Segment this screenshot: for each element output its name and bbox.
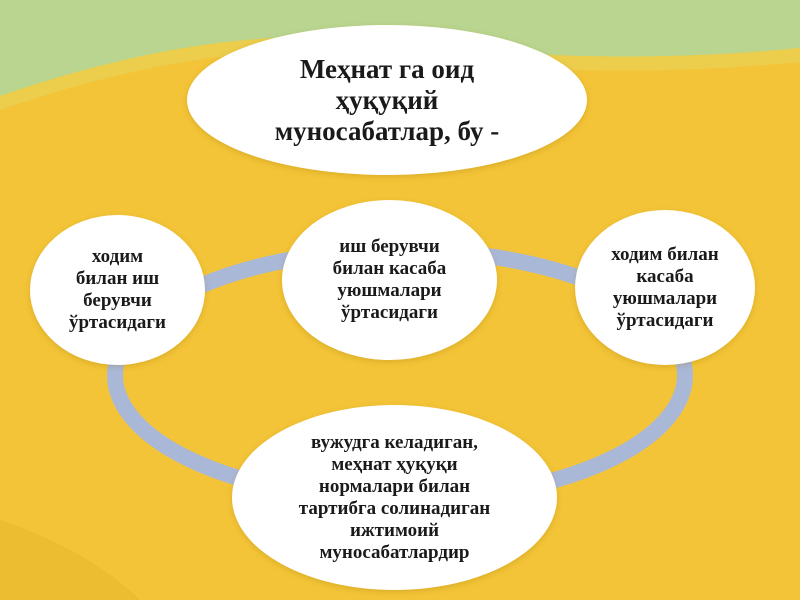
top-wave-band [0, 0, 800, 96]
definition-node: вужудга келадиган, меҳнат ҳуқуқи нормала… [232, 405, 557, 590]
employee-employer-text: ходим билан иш берувчи ўртасидаги [69, 246, 166, 333]
bottom-left-shade [0, 520, 140, 600]
employee-union-node: ходим билан касаба уюшмалари ўртасидаги [575, 210, 755, 365]
employee-union-text: ходим билан касаба уюшмалари ўртасидаги [611, 243, 719, 331]
top-wave-highlight [0, 36, 800, 110]
employer-union-text: иш берувчи билан касаба уюшмалари ўртаси… [332, 236, 447, 323]
employee-employer-node: ходим билан иш берувчи ўртасидаги [30, 215, 205, 365]
title-text: Меҳнат га оид ҳуқуқий муносабатлар, бу - [274, 53, 500, 146]
employer-union-node: иш берувчи билан касаба уюшмалари ўртаси… [282, 200, 497, 360]
title-node: Меҳнат га оид ҳуқуқий муносабатлар, бу - [187, 25, 587, 175]
definition-text: вужудга келадиган, меҳнат ҳуқуқи нормала… [298, 431, 491, 563]
